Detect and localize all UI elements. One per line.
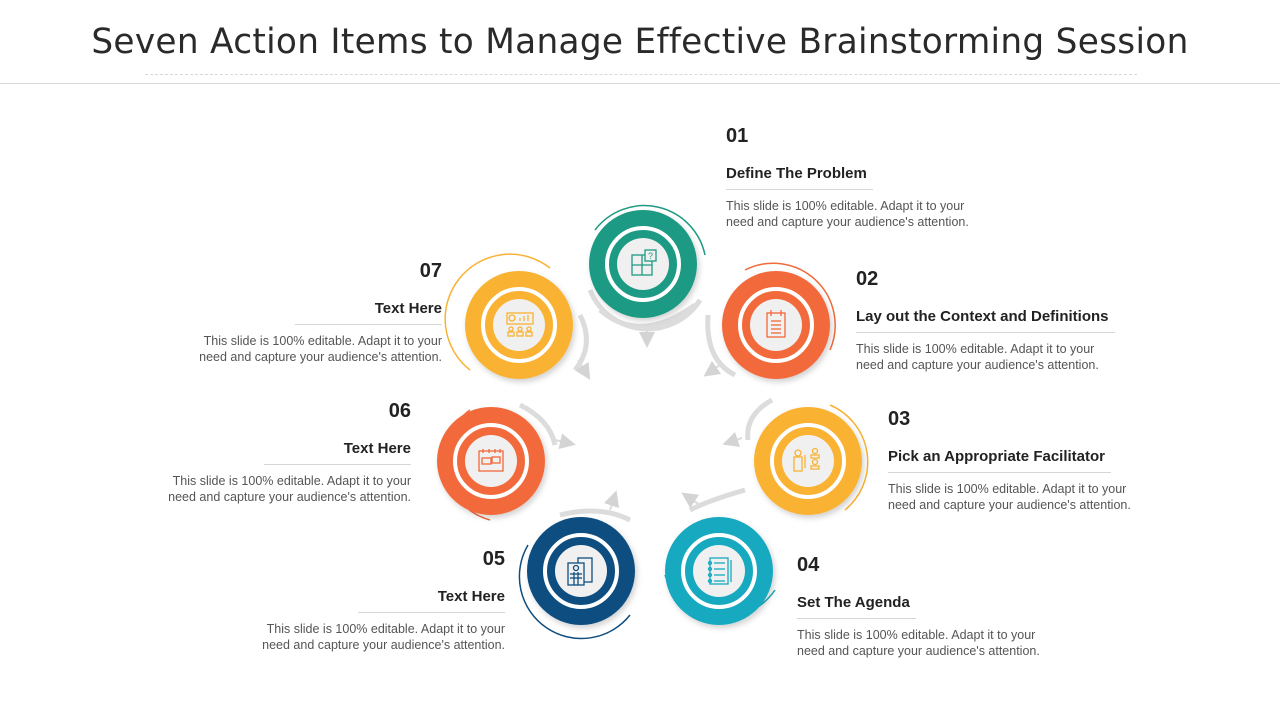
item-number: 06: [388, 400, 411, 422]
puzzle-question-icon: ?: [631, 249, 657, 276]
item-number: 02: [856, 268, 879, 290]
action-item-01: 01 Define The Problem This slide is 100%…: [726, 125, 1026, 230]
item-number: 04: [797, 554, 820, 576]
node-03[interactable]: [754, 404, 869, 515]
title-dotted-divider: [145, 74, 1137, 75]
item-number: 05: [482, 548, 505, 570]
item-number: 07: [419, 260, 442, 282]
action-item-03: 03 Pick an Appropriate Facilitator This …: [888, 408, 1188, 513]
calendar-chat-icon: [478, 449, 504, 472]
action-item-07: 07 Text Here This slide is 100% editable…: [142, 260, 442, 365]
item-description: This slide is 100% editable. Adapt it to…: [888, 482, 1131, 512]
item-heading: Define The Problem: [726, 165, 873, 190]
item-description: This slide is 100% editable. Adapt it to…: [726, 199, 969, 229]
agenda-checklist-icon: [707, 557, 732, 585]
slide-title: Seven Action Items to Manage Effective B…: [91, 22, 1189, 62]
item-number: 01: [726, 125, 749, 147]
node-04[interactable]: [664, 517, 776, 625]
item-description: This slide is 100% editable. Adapt it to…: [168, 474, 411, 504]
calculator-document-icon: [567, 557, 593, 586]
item-description: This slide is 100% editable. Adapt it to…: [262, 622, 505, 652]
facilitator-team-icon: [793, 447, 820, 472]
item-description: This slide is 100% editable. Adapt it to…: [856, 342, 1099, 372]
item-heading: Pick an Appropriate Facilitator: [888, 448, 1111, 473]
title-divider: [0, 83, 1280, 84]
node-01[interactable]: [587, 204, 706, 332]
item-heading: Text Here: [357, 588, 505, 613]
item-heading: Text Here: [263, 440, 411, 465]
action-item-05: 05 Text Here This slide is 100% editable…: [205, 548, 505, 653]
item-heading: Text Here: [294, 300, 442, 325]
connector-arrows: [518, 302, 774, 523]
item-number: 03: [888, 408, 911, 430]
svg-text:?: ?: [648, 251, 653, 261]
node-07[interactable]: [444, 253, 573, 379]
action-item-02: 02 Lay out the Context and Definitions T…: [856, 268, 1156, 373]
notepad-list-icon: [766, 310, 786, 338]
item-heading: Set The Agenda: [797, 594, 916, 619]
item-heading: Lay out the Context and Definitions: [856, 308, 1115, 333]
item-description: This slide is 100% editable. Adapt it to…: [199, 334, 442, 364]
action-item-06: 06 Text Here This slide is 100% editable…: [111, 400, 411, 505]
item-description: This slide is 100% editable. Adapt it to…: [797, 628, 1040, 658]
presentation-audience-icon: [506, 312, 534, 337]
action-item-04: 04 Set The Agenda This slide is 100% edi…: [797, 554, 1097, 659]
